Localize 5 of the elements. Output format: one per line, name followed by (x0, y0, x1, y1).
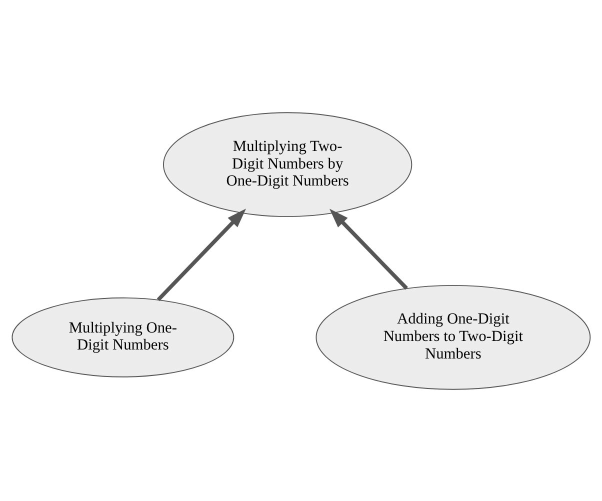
node-ellipse: Multiplying One-Digit Numbers (12, 296, 234, 377)
node-ellipse: Adding One-Digit Numbers to Two-Digit Numbers (316, 284, 591, 390)
arrow (156, 208, 246, 301)
node-ellipse: Multiplying Two-Digit Numbers by One-Digit Numbers (163, 112, 412, 217)
arrow (329, 208, 408, 290)
